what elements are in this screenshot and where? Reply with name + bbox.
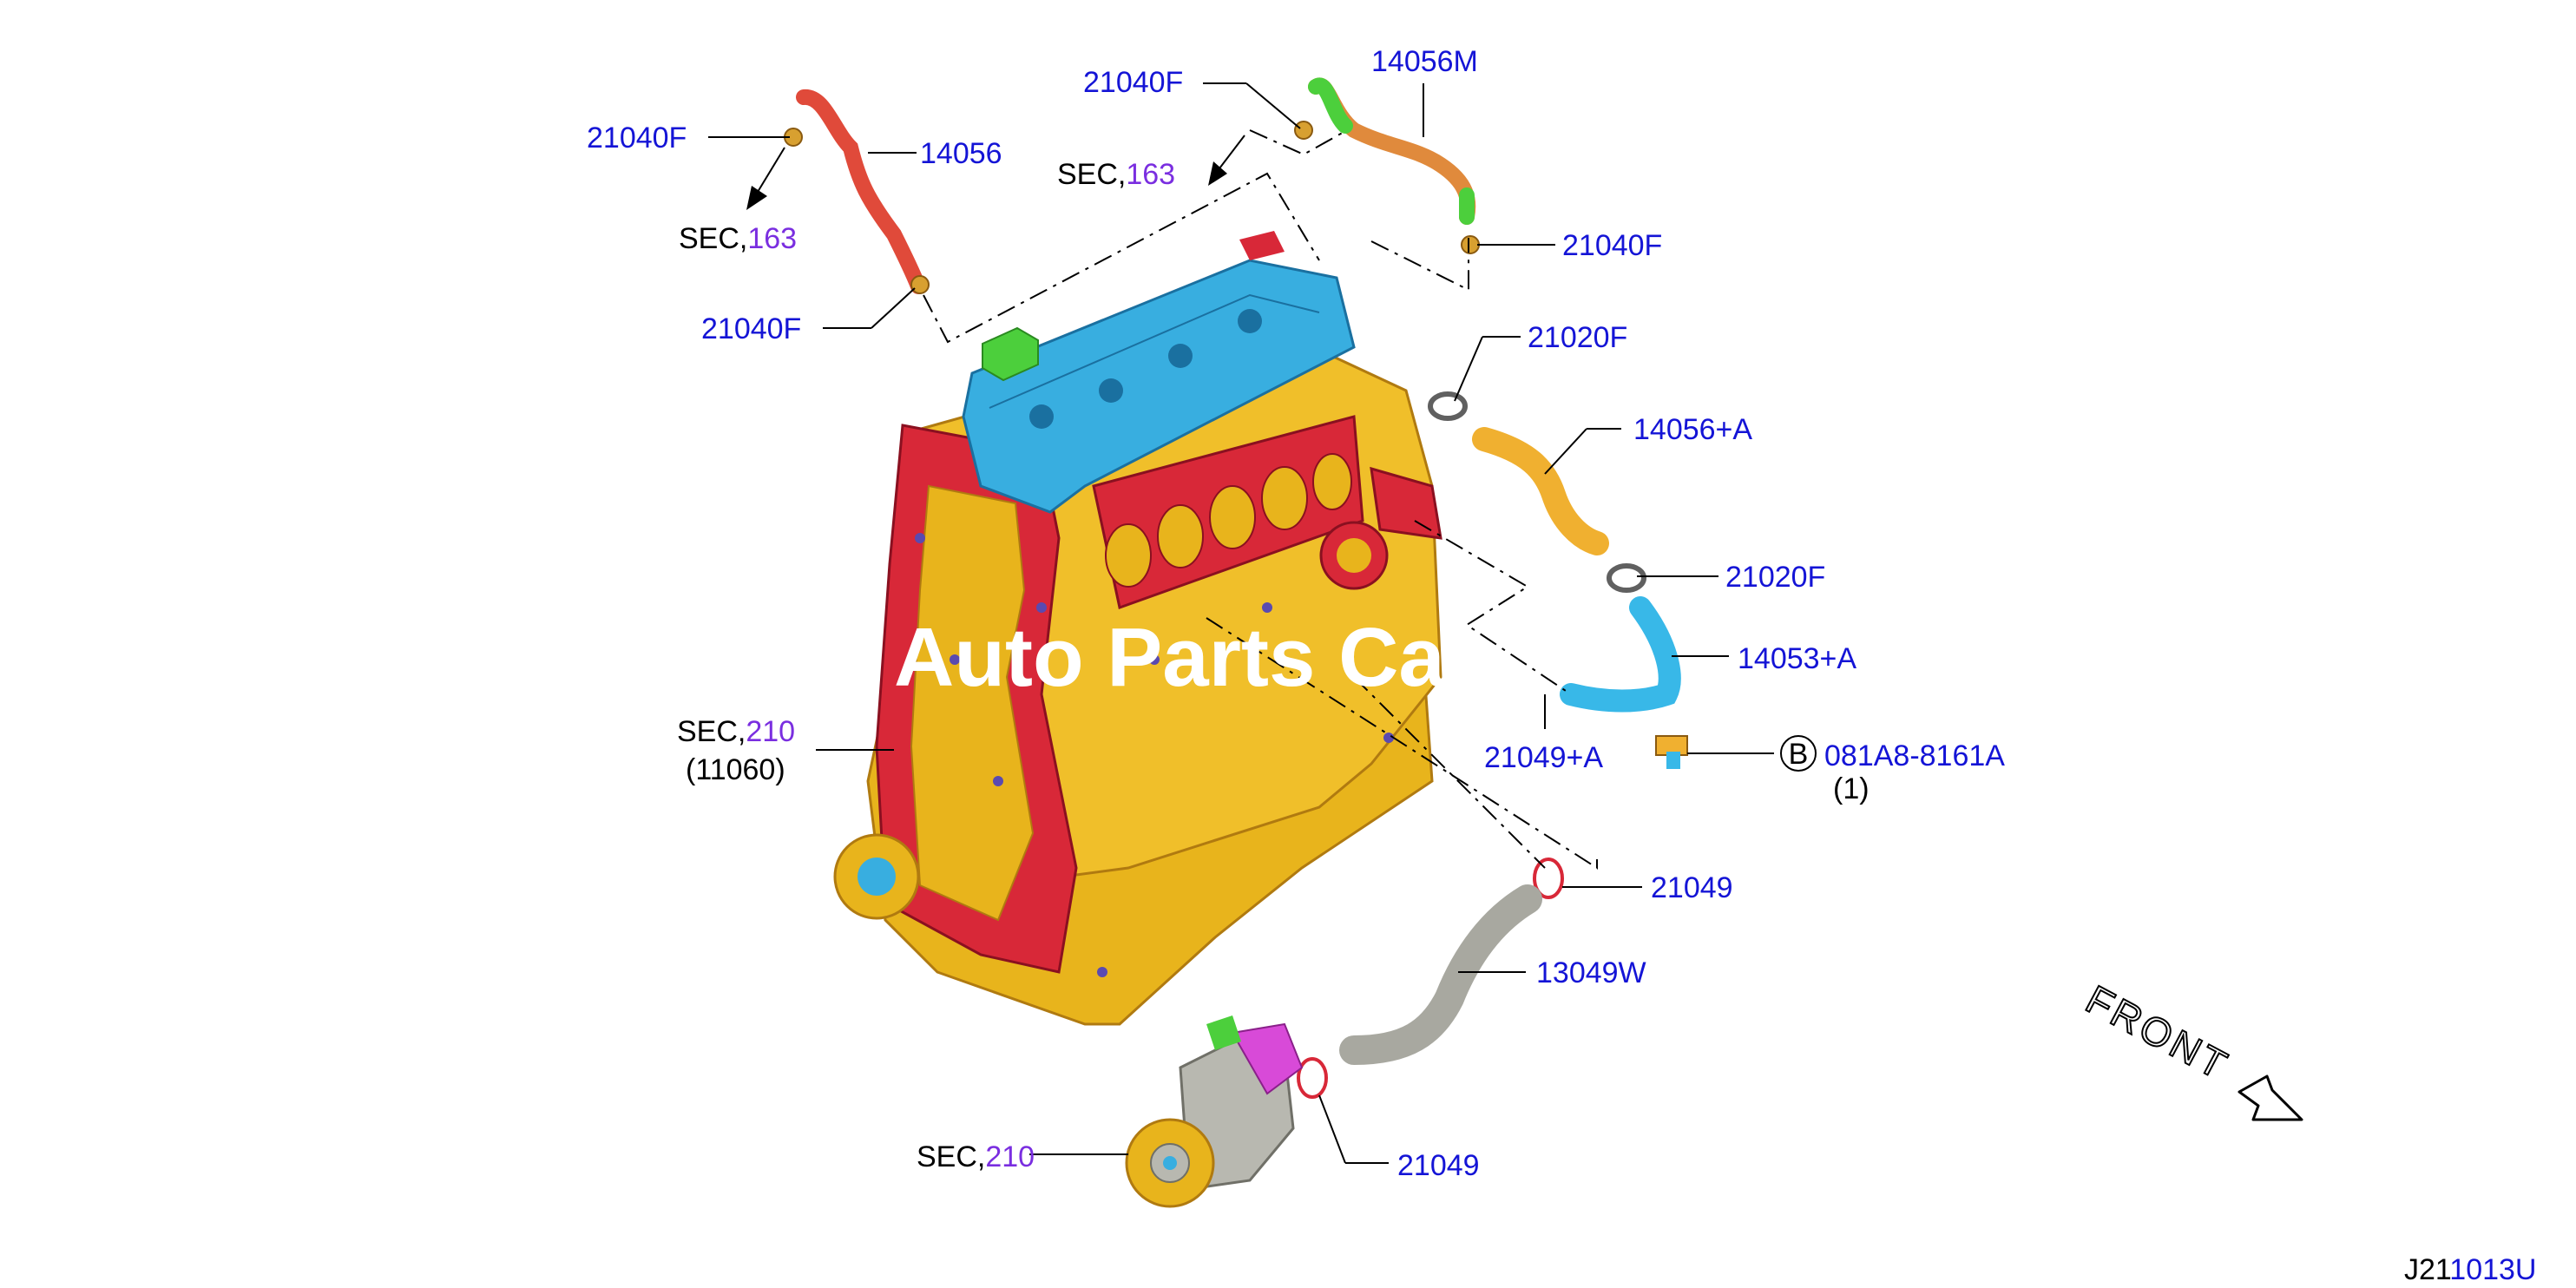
clip-21040f-b xyxy=(910,275,930,294)
label-14053a: 14053+A xyxy=(1738,642,1856,675)
diagram-code: J211013U xyxy=(2404,1253,2537,1286)
engine-block xyxy=(833,328,1442,1026)
arrow-sec163-b xyxy=(1208,135,1245,186)
label-21020f-b: 21020F xyxy=(1725,561,1825,594)
o-ring-21049-b xyxy=(1297,1057,1328,1099)
label-13049w: 13049W xyxy=(1536,956,1646,989)
label-sec163-a: SEC,163 xyxy=(679,222,797,255)
label-081a8-8161a: 081A8-8161A xyxy=(1824,739,2005,772)
hose-clamp-21020f-b xyxy=(1607,563,1646,593)
label-21040f-d: 21040F xyxy=(1562,229,1662,262)
label-21040f-a: 21040F xyxy=(587,122,687,154)
label-21049-a: 21049 xyxy=(1651,871,1733,904)
label-14056a: 14056+A xyxy=(1633,413,1752,446)
label-14056: 14056 xyxy=(920,137,1002,170)
o-ring-21049-a xyxy=(1533,858,1564,899)
clip-21040f-d xyxy=(1461,235,1480,254)
clip-21040f-c xyxy=(1294,121,1313,140)
label-21040f-b: 21040F xyxy=(701,312,801,345)
label-sec210-b: SEC,210 xyxy=(917,1140,1035,1173)
hose-clamp-21020f-a xyxy=(1428,391,1468,421)
connection-lines xyxy=(923,129,1598,870)
hose-14056a xyxy=(1472,427,1609,555)
bolt-081a8-8161a xyxy=(1655,735,1688,769)
front-text: FRONT xyxy=(2079,976,2237,1089)
leader-lines xyxy=(708,82,1774,1164)
svg-text:B: B xyxy=(1789,738,1809,771)
label-sec210-a: SEC,210 xyxy=(677,715,795,748)
label-14056m: 14056M xyxy=(1371,45,1478,78)
front-direction-indicator: FRONT xyxy=(2078,976,2303,1121)
label-21049-b: 21049 xyxy=(1397,1149,1480,1182)
arrow-sec163-a xyxy=(746,147,785,210)
cylinder-head-cover xyxy=(962,231,1356,514)
water-pump xyxy=(1125,1015,1304,1208)
circled-b-marker: B xyxy=(1780,735,1817,772)
label-21049a: 21049+A xyxy=(1484,741,1603,774)
label-sec163-b: SEC,163 xyxy=(1057,158,1175,191)
hose-14056 xyxy=(796,89,926,294)
label-11060: (11060) xyxy=(686,753,785,786)
watermark-text: Auto Parts Ca xyxy=(894,611,1445,704)
label-quantity: (1) xyxy=(1833,772,1870,805)
part-labels: 21040F 14056 SEC,163 21040F 21040F 14056… xyxy=(587,45,2005,1182)
label-21020f-a: 21020F xyxy=(1528,321,1627,354)
pipe-13049w xyxy=(1339,884,1542,1065)
label-21040f-c: 21040F xyxy=(1083,66,1183,99)
front-arrow-icon xyxy=(2238,1074,2303,1121)
pipe-14053a xyxy=(1560,596,1681,713)
